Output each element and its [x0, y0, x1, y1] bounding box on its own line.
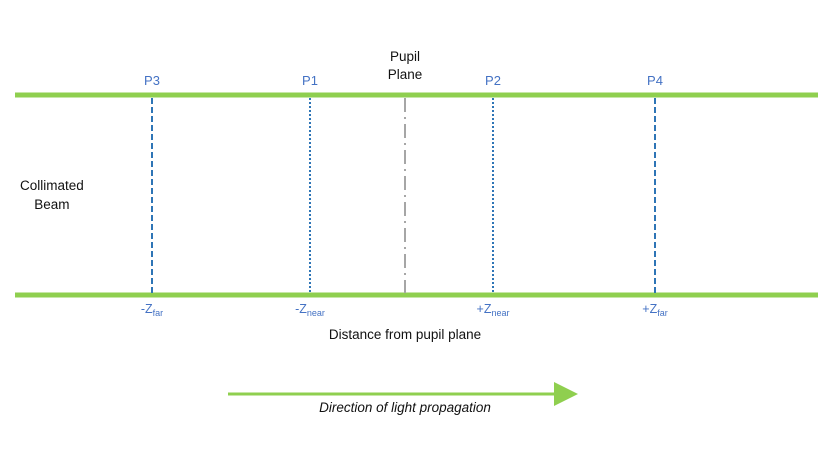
- distance-label-prefix: +Z: [476, 302, 492, 316]
- distance-label-sub: far: [657, 308, 668, 318]
- distance-label-prefix: -Z: [295, 302, 307, 316]
- distance-label-sub: far: [152, 308, 164, 318]
- pupil-plane-label-line2: Plane: [387, 67, 423, 82]
- pupil-plane-label: Pupil Plane: [388, 48, 423, 84]
- distance-label-minus-znear: -Znear: [295, 302, 325, 318]
- collimated-beam-label: Collimated Beam: [20, 176, 84, 214]
- collimated-beam-label-line2: Beam: [34, 197, 70, 212]
- distance-label-prefix: -Z: [140, 302, 153, 316]
- distance-label-plus-znear: +Znear: [477, 302, 510, 318]
- plane-label-p2: P2: [485, 73, 501, 88]
- distance-label-sub: near: [306, 308, 325, 318]
- propagation-caption: Direction of light propagation: [319, 400, 491, 415]
- plane-label-p4: P4: [647, 73, 663, 88]
- distance-label-sub: near: [491, 308, 510, 318]
- pupil-plane-label-line1: Pupil: [389, 49, 421, 64]
- distance-axis-title: Distance from pupil plane: [328, 327, 482, 342]
- distance-label-plus-zfar: +Zfar: [642, 302, 667, 318]
- distance-label-prefix: +Z: [642, 302, 658, 316]
- plane-label-p3: P3: [144, 73, 160, 88]
- distance-label-minus-zfar: -Zfar: [141, 302, 163, 318]
- plane-label-p1: P1: [302, 73, 318, 88]
- collimated-beam-label-line1: Collimated: [20, 178, 84, 193]
